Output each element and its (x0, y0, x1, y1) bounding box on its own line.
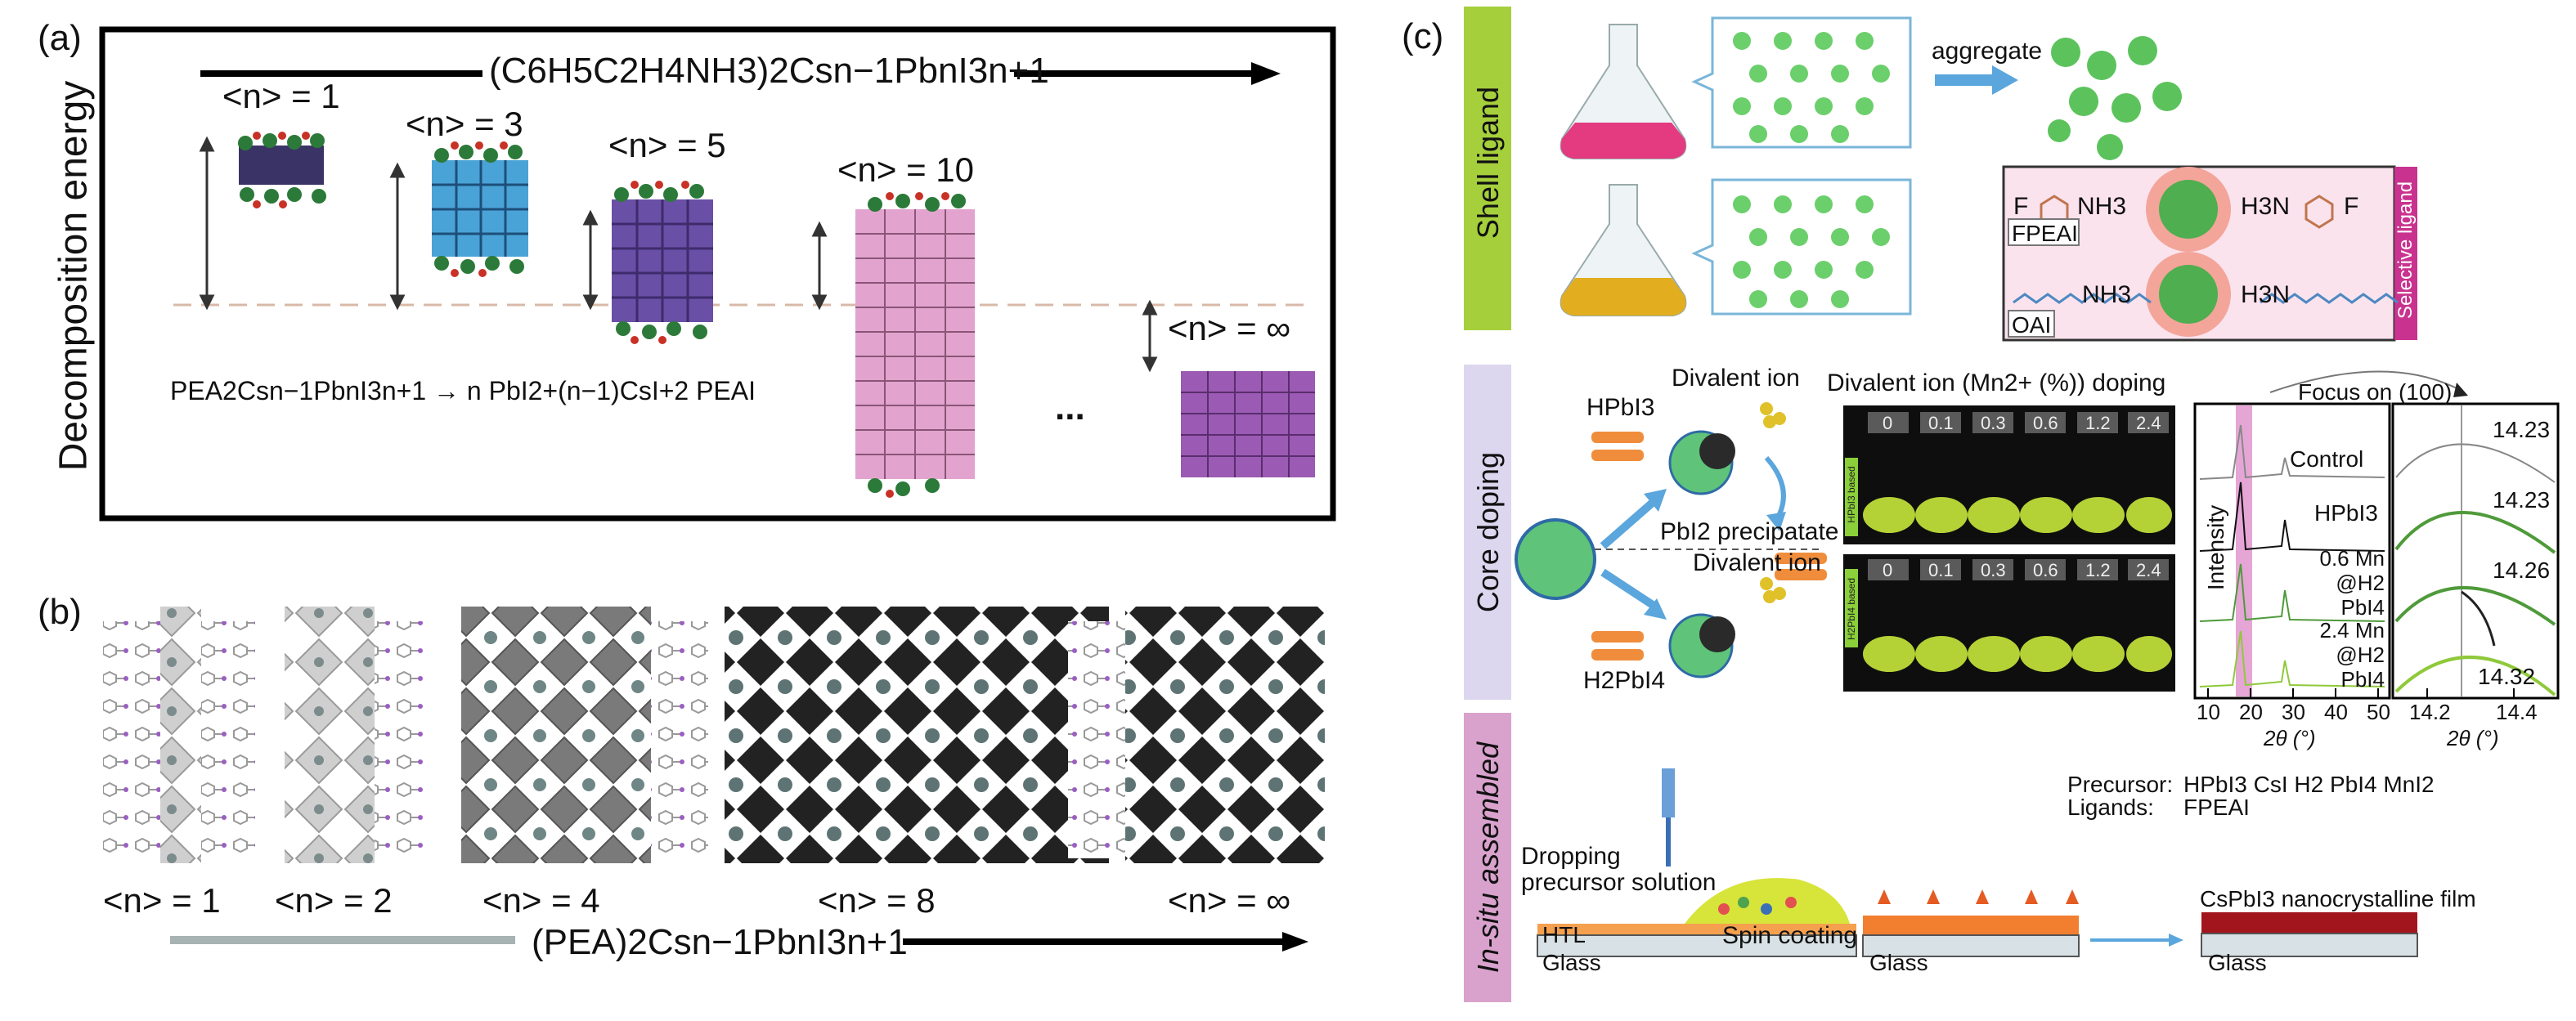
peak-3: 14.26 (2493, 558, 2551, 583)
conc-label: 0.6 (2033, 560, 2058, 580)
conc-row-bottom: 0 0.1 0.3 0.6 1.2 2.4 (1868, 560, 2170, 581)
x1-tick: 40 (2324, 700, 2348, 724)
conc-label: 1.2 (2085, 413, 2111, 433)
h3n-label-1: H3N (2241, 193, 2291, 220)
h3n-label-2: H3N (2241, 281, 2291, 308)
conc-label: 0 (1883, 560, 1893, 580)
x1-tick: 30 (2282, 700, 2305, 724)
conc-label: 0 (1883, 413, 1893, 433)
trace-control: Control (2290, 446, 2364, 472)
xlabel-1: 2θ (°) (2264, 726, 2316, 750)
precursor-items: HPbI3 CsI H2 PbI4 MnI2 (2183, 772, 2435, 797)
n-label-a-inf: <n> = ∞ (1168, 309, 1291, 347)
panel-a-frame (99, 26, 1336, 522)
selective-ligand-label: Selective ligand (2394, 181, 2417, 320)
nh3-label-1: NH3 (2077, 193, 2127, 220)
x1-tick: 10 (2197, 700, 2220, 724)
crystal-n10 (855, 192, 975, 498)
side-label-bottom: H2PbI4 based (1846, 577, 1857, 641)
n-label-b-4: <n> = 4 (482, 881, 600, 920)
hpbi3-label: HPbI3 (1586, 394, 1655, 421)
x1-tick: 50 (2367, 700, 2390, 724)
f-right-label: F (2344, 193, 2359, 220)
trace-hpbi3: HPbI3 (2314, 500, 2378, 526)
flask-pink (1560, 24, 1687, 159)
conc-label: 0.1 (1928, 413, 1954, 433)
n-label-b-1: <n> = 1 (103, 881, 221, 920)
oai-label: OAI (2012, 312, 2052, 338)
nh3-label-2: NH3 (2082, 281, 2132, 308)
panel-b-structures (103, 607, 1325, 952)
xrd-focus: Focus on (100) (2298, 379, 2453, 405)
dropping-label: Dropping precursor solution (1521, 843, 1717, 896)
tab-insitu: In-situ assembled (1464, 713, 1511, 1002)
n-label-a-5: <n> = 5 (608, 126, 726, 164)
conc-label: 2.4 (2136, 560, 2161, 580)
glass-3: Glass (2208, 950, 2267, 975)
xlabel-2: 2θ (°) (2447, 726, 2499, 750)
ligands-label: Ligands: (2067, 795, 2154, 820)
conc-label: 0.3 (1981, 413, 2006, 433)
crystal-n3 (432, 141, 528, 277)
xrd-ylabel: Intensity (2203, 504, 2228, 591)
n-label-a-10: <n> = 10 (837, 150, 974, 189)
film-label: CsPbI3 nanocrystalline film (2200, 886, 2476, 911)
crystal-n5 (612, 181, 713, 344)
h2pbi4-label: H2PbI4 (1583, 667, 1666, 694)
precursor-label: Precursor: (2067, 772, 2174, 797)
panel-a-label: (a) (38, 18, 82, 58)
glass-2: Glass (1869, 950, 1928, 975)
conc-label: 1.2 (2085, 560, 2111, 580)
n-label-b-inf: <n> = ∞ (1168, 881, 1291, 920)
trace-06mn: 0.6 Mn @H2 PbI4 (2319, 546, 2385, 620)
peak-1: 14.23 (2493, 417, 2551, 442)
n-label-a-1: <n> = 1 (222, 77, 340, 115)
reaction-equation: PEA2Csn−1PbnI3n+1 → n PbI2+(n−1)CsI+2 PE… (170, 376, 756, 405)
x1-tick: 20 (2239, 700, 2263, 724)
x2-tick: 14.2 (2409, 700, 2451, 724)
peak-4: 14.32 (2478, 664, 2536, 689)
photo-title: Divalent ion (Mn2+ (%)) doping (1827, 369, 2166, 396)
crystal-ninf (1181, 371, 1315, 477)
conc-label: 2.4 (2136, 413, 2161, 433)
conc-label: 0.6 (2033, 413, 2058, 433)
n-label-b-2: <n> = 2 (275, 881, 393, 920)
f-left-label: F (2013, 193, 2029, 220)
glass-1: Glass (1542, 950, 1601, 975)
conc-label: 0.3 (1981, 560, 2006, 580)
formula-a: (C6H5C2H4NH3)2Csn−1PbnI3n+1 (489, 51, 1049, 91)
crystal-n1 (238, 132, 326, 208)
aggregate-label: aggregate (1932, 38, 2043, 65)
n-label-b-8: <n> = 8 (818, 881, 936, 920)
divalent-ion-top: Divalent ion (1672, 365, 1800, 392)
conc-row-top: 0 0.1 0.3 0.6 1.2 2.4 (1868, 413, 2170, 434)
conc-label: 0.1 (1928, 560, 1954, 580)
spin-coating-label: Spin coating (1722, 922, 1858, 949)
flask-yellow (1560, 184, 1687, 316)
formula-b: (PEA)2Csn−1PbnI3n+1 (532, 922, 908, 962)
divalent-ion-bottom: Divalent ion (1693, 549, 1821, 576)
ellipsis: ... (1055, 387, 1085, 428)
tab-core-doping: Core doping (1464, 365, 1511, 700)
panel-c-label: (c) (1402, 16, 1444, 56)
htl-label: HTL (1542, 922, 1586, 947)
fpeai-label: FPEAI (2012, 221, 2078, 246)
panel-b-label: (b) (38, 592, 82, 632)
tab-shell-ligand: Shell ligand (1464, 7, 1511, 330)
peak-2: 14.23 (2493, 487, 2551, 513)
side-label-top: HPbI3 based (1846, 466, 1857, 523)
pbi2-precipitate: PbI2 precipatate (1660, 518, 1839, 545)
ligands-items: FPEAI (2183, 795, 2250, 820)
x2-tick: 14.4 (2496, 700, 2538, 724)
trace-24mn: 2.4 Mn @H2 PbI4 (2319, 618, 2385, 692)
n-label-a-3: <n> = 3 (406, 105, 523, 143)
